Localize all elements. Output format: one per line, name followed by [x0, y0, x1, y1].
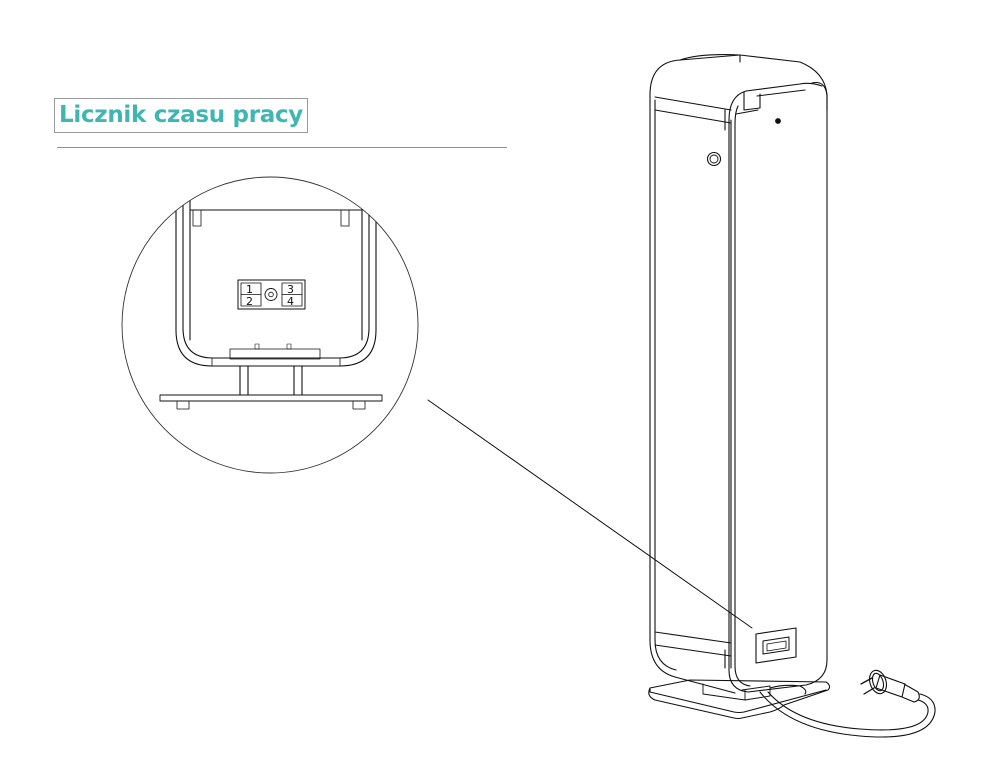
- top-cap: [679, 54, 828, 111]
- front-panel: [728, 81, 828, 693]
- device-base: [648, 679, 831, 720]
- heading-underline: [57, 147, 507, 148]
- terminal-2-label: 2: [246, 295, 253, 308]
- plug: [860, 669, 920, 703]
- counter-window: [755, 627, 797, 664]
- power-cable: [759, 684, 936, 738]
- leader-line: [427, 399, 753, 629]
- base-plate: [159, 394, 383, 402]
- detail-magnifier: 1 2 3 4: [121, 176, 419, 474]
- hour-counter-terminals: 1 2 3 4: [237, 279, 306, 310]
- terminal-4-label: 4: [287, 295, 294, 308]
- indicator-dot: [775, 118, 781, 124]
- side-hole: [706, 151, 722, 167]
- tower-device: [648, 54, 831, 720]
- housing-outline: [175, 189, 377, 367]
- terminal-1-label: 1: [246, 283, 253, 296]
- section-heading: Licznik czasu pracy: [54, 98, 308, 133]
- magnifier-circle: [121, 176, 419, 474]
- back-panel: [649, 54, 741, 694]
- terminal-3-label: 3: [287, 283, 294, 296]
